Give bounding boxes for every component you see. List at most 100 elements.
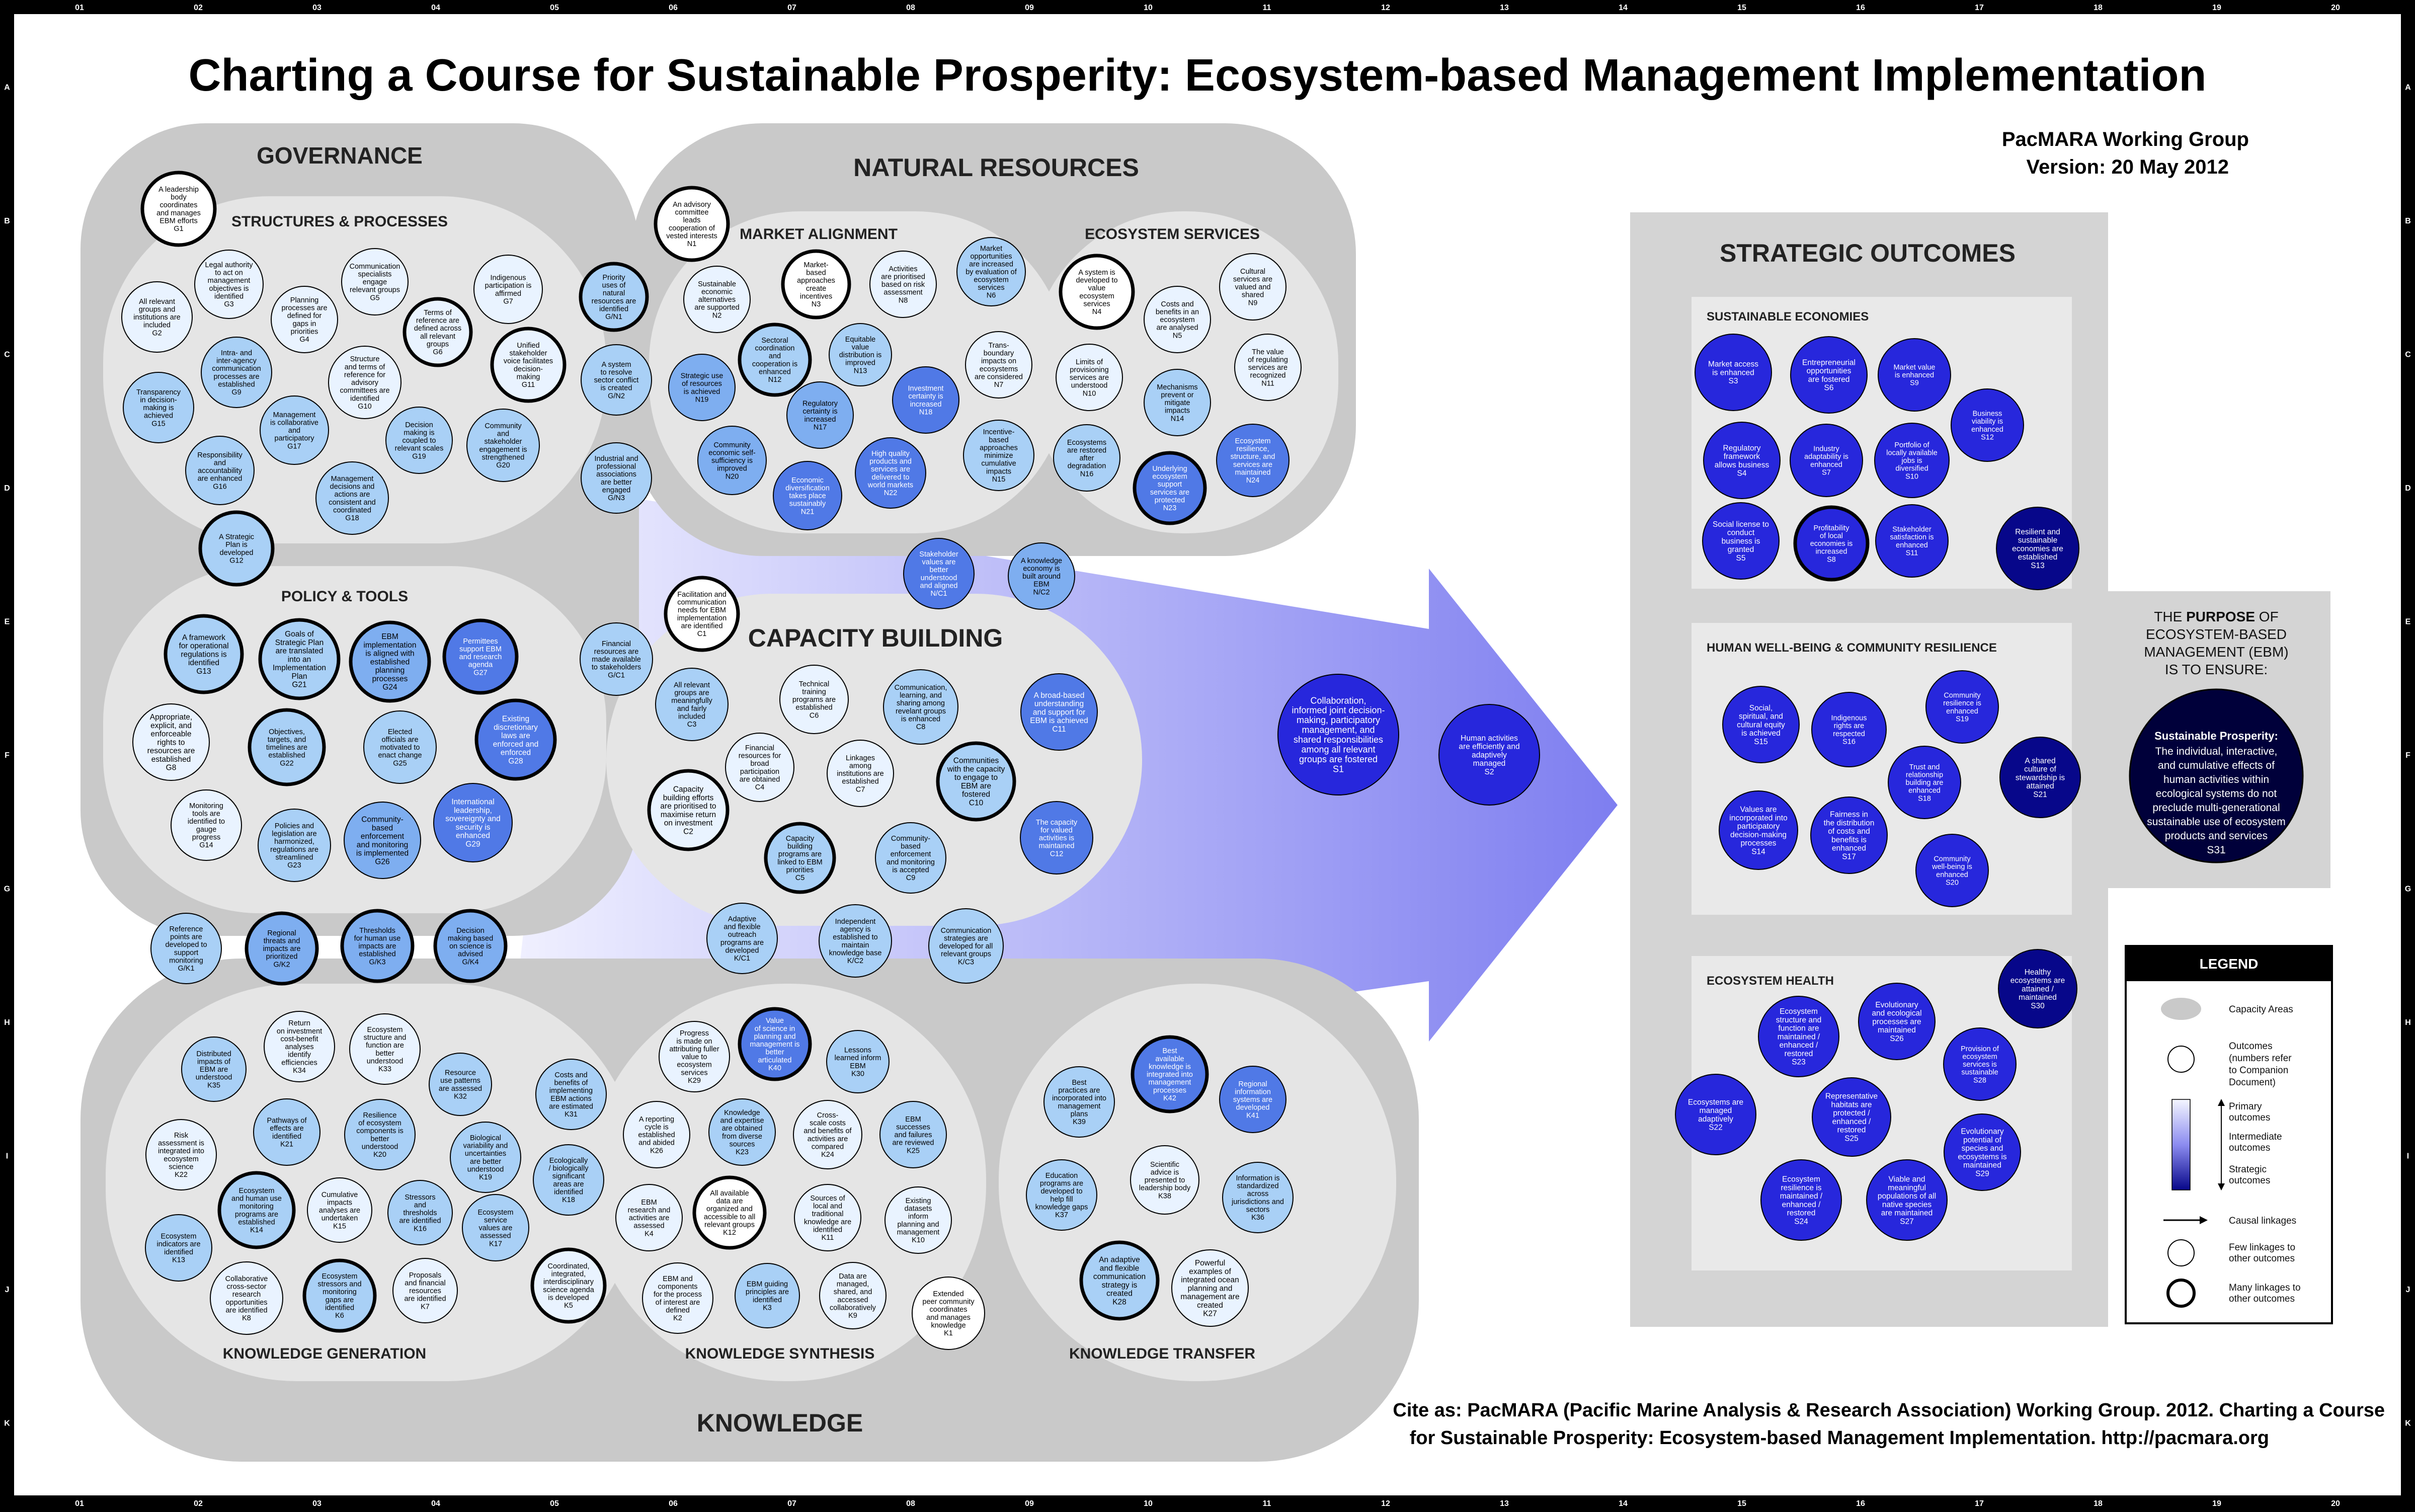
outcome-node-k36[interactable]: Information isstandardizedacrossjurisdic… — [1222, 1162, 1294, 1233]
outcome-node-gn3[interactable]: Industrial andprofessionalassociationsar… — [581, 442, 652, 514]
outcome-node-g9[interactable]: Intra- andinter-agencycommunicationproce… — [201, 337, 272, 408]
outcome-node-k8[interactable]: Collaborativecross-sectorresearchopportu… — [210, 1261, 283, 1335]
outcome-node-k5[interactable]: Coordinated,integrated,interdisciplinary… — [530, 1247, 607, 1324]
outcome-node-g8[interactable]: Appropriate,explicit, andenforceablerigh… — [132, 703, 210, 781]
